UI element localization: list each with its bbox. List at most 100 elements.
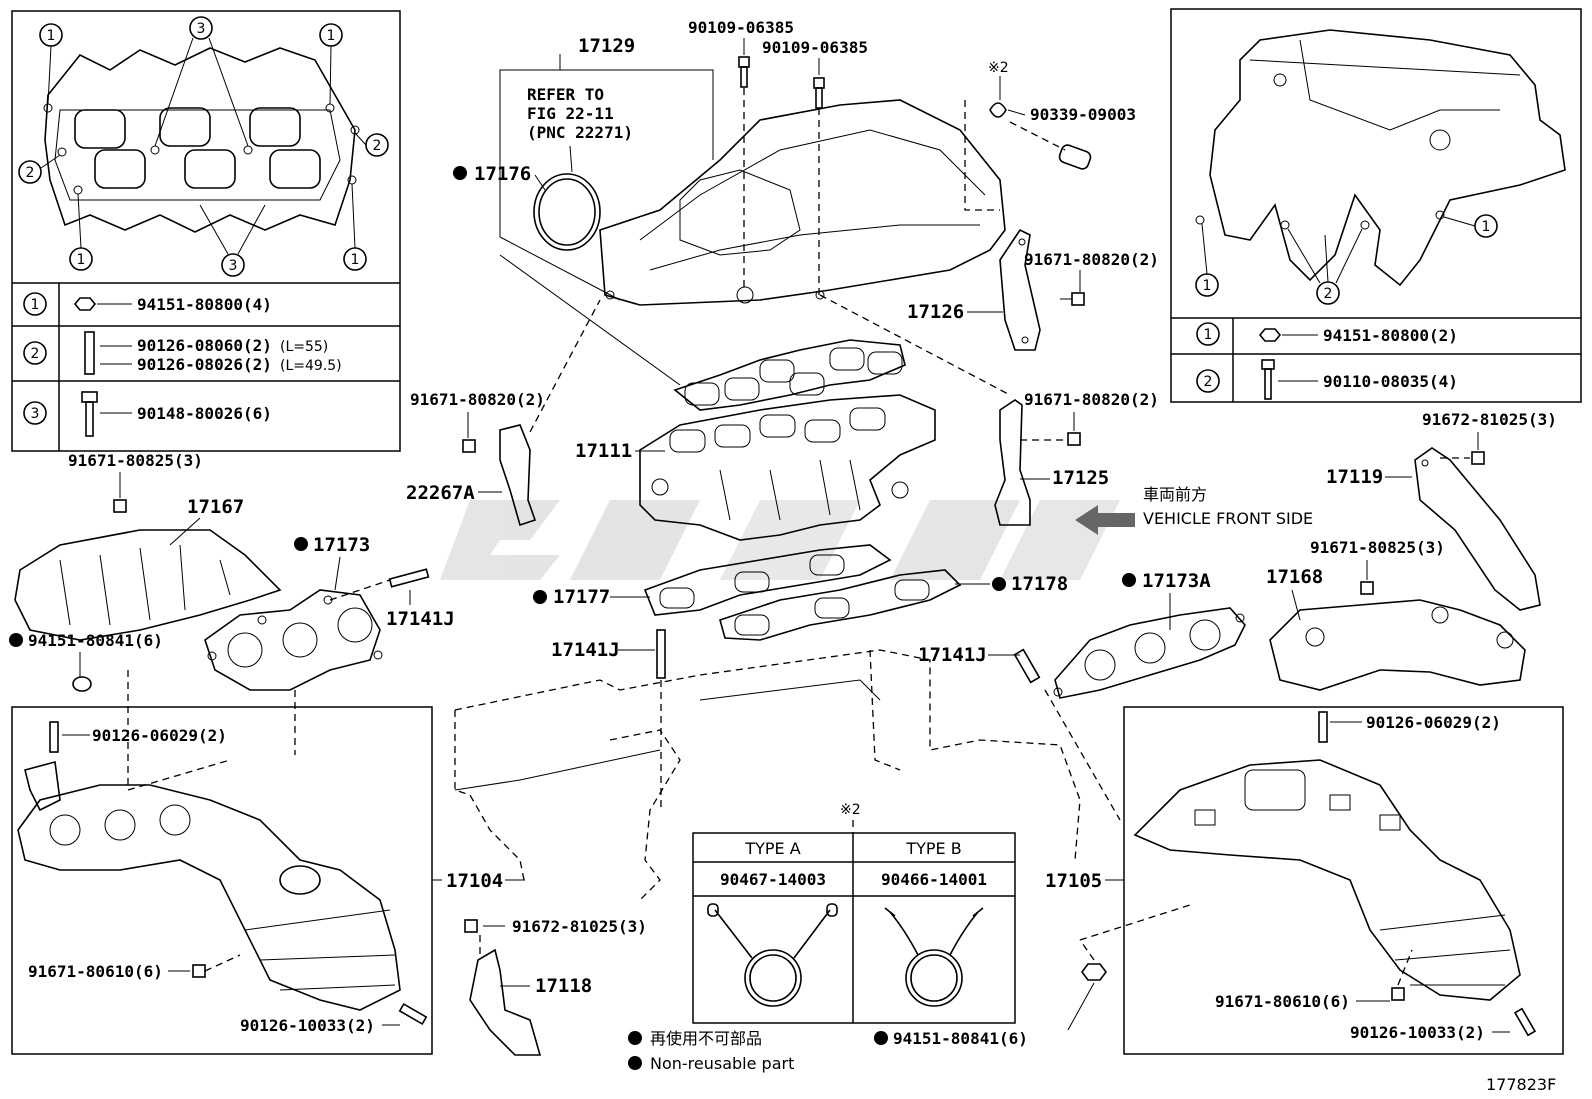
svg-text:17177: 17177 <box>553 586 610 608</box>
svg-text:91671-80820(2): 91671-80820(2) <box>1024 250 1159 269</box>
callout-3-b: 3 <box>221 253 245 277</box>
svg-text:1: 1 <box>1203 278 1212 294</box>
svg-text:1: 1 <box>31 297 40 313</box>
heat-insulator-17167: 91671-80825(3) 17167 <box>14 451 282 641</box>
table-row-3: 3 90148-80026(6) <box>23 391 272 437</box>
bolt-icon <box>192 964 206 978</box>
bolt-icon <box>464 919 478 933</box>
svg-text:17129: 17129 <box>578 35 635 57</box>
svg-text:1: 1 <box>327 28 336 44</box>
o-ring-17176 <box>533 173 601 251</box>
svg-text:REFER TO: REFER TO <box>527 85 604 104</box>
exhaust-manifold-right-17105: 90126-06029(2) 17105 91671-80610(6) 9012… <box>1045 706 1564 1055</box>
type-a-header: TYPE A <box>744 839 800 858</box>
svg-text:17125: 17125 <box>1052 467 1109 489</box>
bolt-icon <box>113 499 127 513</box>
right-table-row-1: 1 94151-80800(2) <box>1196 322 1458 346</box>
bracket-17126: 17126 91671-80820(2) <box>907 228 1159 351</box>
svg-text:90110-08035(4): 90110-08035(4) <box>1323 372 1458 391</box>
stud-17141J-right: 17141J <box>918 644 1121 821</box>
svg-text:90126-10033(2): 90126-10033(2) <box>240 1016 375 1035</box>
heat-insulator-17168: 91671-80825(3) 17168 <box>1266 538 1526 691</box>
watermark-logo <box>440 500 1120 580</box>
stud-icon <box>1513 1007 1537 1037</box>
type-b-part: 90466-14001 <box>881 870 987 889</box>
svg-text:17126: 17126 <box>907 301 964 323</box>
stud-icon <box>84 331 95 375</box>
stud-icon <box>49 721 59 753</box>
svg-text:90126-06029(2): 90126-06029(2) <box>1366 713 1501 732</box>
table-row-2: 2 90126-08060(2) (L=55) 90126-08026(2) (… <box>23 331 342 375</box>
bolt-icon <box>1071 292 1085 306</box>
nut-icon <box>73 297 97 311</box>
stud-icon <box>398 1002 428 1026</box>
svg-text:1: 1 <box>1482 219 1491 235</box>
svg-text:2: 2 <box>31 346 40 362</box>
svg-text:3: 3 <box>229 258 238 274</box>
gasket-17178: 17178 <box>719 569 1068 641</box>
engine-block-outline <box>454 649 1081 901</box>
callout-1-d: 1 <box>343 247 367 271</box>
bolt-icon <box>1261 359 1275 370</box>
svg-text:3: 3 <box>31 406 40 422</box>
callout-1-a: 1 <box>39 23 63 47</box>
callout-2-a: 2 <box>18 160 42 184</box>
svg-text:17141J: 17141J <box>918 644 987 666</box>
clip-type-a-icon <box>707 903 838 1007</box>
svg-text:17173A: 17173A <box>1142 570 1211 592</box>
svg-text:94151-80841(6): 94151-80841(6) <box>893 1029 1028 1048</box>
gasket-17173: 17173 17141J <box>204 534 455 755</box>
svg-text:22267A: 22267A <box>406 482 475 504</box>
svg-text:90126-08060(2): 90126-08060(2) <box>137 336 272 355</box>
cap-90339 <box>1058 144 1092 170</box>
svg-text:17141J: 17141J <box>551 639 620 661</box>
svg-text:17176: 17176 <box>474 163 531 185</box>
svg-text:17105: 17105 <box>1045 870 1102 892</box>
svg-text:91671-80820(2): 91671-80820(2) <box>1024 390 1159 409</box>
svg-text:2: 2 <box>1204 374 1213 390</box>
svg-text:91672-81025(3): 91672-81025(3) <box>1422 410 1557 429</box>
svg-text:17178: 17178 <box>1011 573 1068 595</box>
type-a-part: 90467-14003 <box>720 870 826 889</box>
svg-text:1: 1 <box>77 252 86 268</box>
svg-text:17119: 17119 <box>1326 466 1383 488</box>
callout-1-f: 1 <box>1195 273 1219 297</box>
arrow-left-icon <box>1075 505 1135 535</box>
nut-94151-80841-left: 94151-80841(6) <box>9 631 163 790</box>
svg-text:(PNC 22271): (PNC 22271) <box>527 123 633 142</box>
clip-marker: ※2 90339-09003 <box>964 60 1136 211</box>
type-b-header: TYPE B <box>905 839 961 858</box>
bracket-22267A: 91671-80820(2) 22267A <box>406 299 601 527</box>
svg-text:17111: 17111 <box>575 440 632 462</box>
intake-plenum-17129 <box>599 99 1006 306</box>
bolt-90109-b: 90109-06385 <box>762 38 868 295</box>
label-17176: 17176 <box>453 163 546 191</box>
nut-icon <box>1258 328 1282 342</box>
intake-plenum-side-view <box>1209 29 1566 287</box>
svg-text:17118: 17118 <box>535 975 592 997</box>
bolt-90109-a: 90109-06385 <box>688 18 794 290</box>
svg-text:再使用不可部品: 再使用不可部品 <box>650 1029 762 1048</box>
svg-text:90126-08026(2): 90126-08026(2) <box>137 355 272 374</box>
bracket-17119: 91672-81025(3) 17119 <box>1326 410 1557 611</box>
bracket-17118: 91672-81025(3) 17118 <box>464 917 647 1056</box>
svg-text:90109-06385: 90109-06385 <box>762 38 868 57</box>
figure-code: 177823F <box>1486 1075 1556 1094</box>
stud-icon <box>1318 711 1328 743</box>
callout-1-b: 1 <box>319 23 343 47</box>
clip-types-table: ※2 TYPE A TYPE B 90467-14003 90466-14001 <box>692 802 1016 1024</box>
svg-text:90109-06385: 90109-06385 <box>688 18 794 37</box>
vehicle-front-indicator: 車両前方 VEHICLE FRONT SIDE <box>1075 485 1313 535</box>
bolt-icon <box>1471 451 1485 465</box>
svg-text:90126-10033(2): 90126-10033(2) <box>1350 1023 1485 1042</box>
svg-text:2: 2 <box>1324 286 1333 302</box>
svg-text:Non-reusable part: Non-reusable part <box>650 1054 794 1073</box>
svg-text:90339-09003: 90339-09003 <box>1030 105 1136 124</box>
svg-text:1: 1 <box>47 28 56 44</box>
svg-text:1: 1 <box>351 252 360 268</box>
svg-text:※2: ※2 <box>988 60 1009 76</box>
svg-text:1: 1 <box>1204 327 1213 343</box>
svg-text:3: 3 <box>197 21 206 37</box>
svg-text:91671-80610(6): 91671-80610(6) <box>28 962 163 981</box>
bolt-icon <box>1391 987 1405 1001</box>
